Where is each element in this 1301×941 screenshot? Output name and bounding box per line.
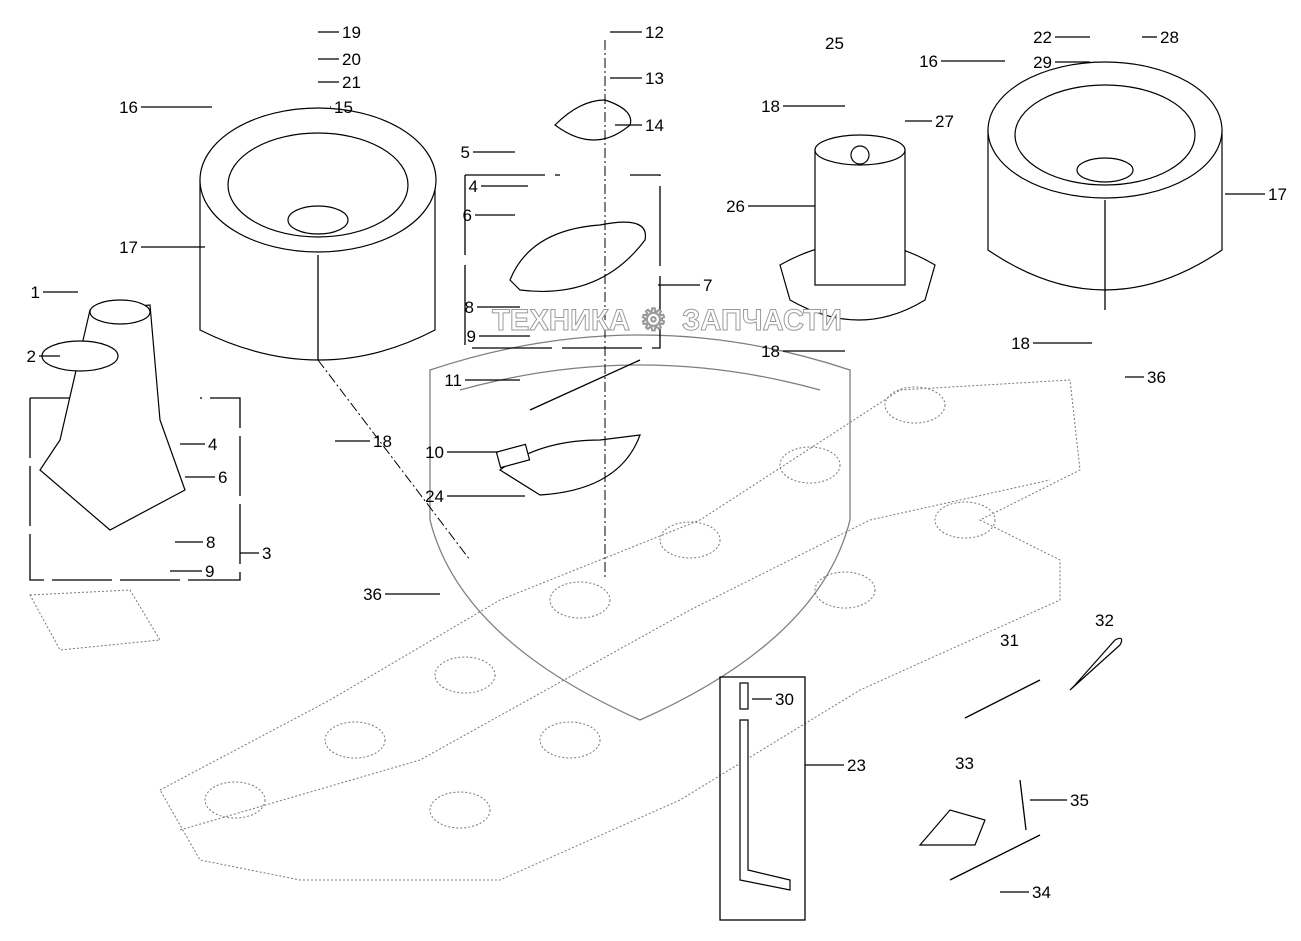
pins-and-clips [918, 637, 1123, 881]
disc-hub [934, 501, 996, 539]
drum-right [987, 61, 1223, 310]
callout-28: 28 [1160, 28, 1179, 47]
callout-32: 32 [1095, 611, 1114, 630]
callout-26: 26 [726, 197, 745, 216]
callout-10: 10 [425, 443, 444, 462]
callout-23: 23 [847, 756, 866, 775]
callout-14: 14 [645, 116, 664, 135]
disc-hub [884, 386, 946, 424]
watermark-text: ТЕХНИКА ⚙ ЗАПЧАСТИ [492, 304, 843, 338]
callout-8: 8 [465, 298, 474, 317]
callout-4: 4 [208, 435, 217, 454]
callout-2: 2 [27, 347, 36, 366]
callout-19: 19 [342, 23, 361, 42]
assembly-7-box [317, 40, 661, 580]
callout-21: 21 [342, 73, 361, 92]
callout-6: 6 [463, 206, 472, 225]
callout-36: 36 [1147, 368, 1166, 387]
cutter-bar-frame [29, 379, 1081, 881]
gear-icon: ⚙ [640, 304, 667, 337]
callout-20: 20 [342, 50, 361, 69]
disc-hub [539, 721, 601, 759]
callout-18: 18 [761, 97, 780, 116]
callout-5: 5 [461, 143, 470, 162]
callout-34: 34 [1032, 883, 1051, 902]
callout-9: 9 [467, 327, 476, 346]
callout-13: 13 [645, 69, 664, 88]
callout-8: 8 [206, 533, 215, 552]
callout-4: 4 [469, 177, 478, 196]
tool-23 [719, 676, 806, 921]
callout-18: 18 [761, 342, 780, 361]
callout-labels: 1920211516171246893183612131454678911102… [27, 23, 1287, 902]
callout-17: 17 [119, 238, 138, 257]
watermark-left: ТЕХНИКА [492, 304, 630, 337]
drum-left [199, 107, 437, 361]
disc-hub [779, 446, 841, 484]
disc-hub [429, 791, 491, 829]
callout-6: 6 [218, 468, 227, 487]
disc-hub [204, 781, 266, 819]
disc-hub [324, 721, 386, 759]
callout-15: 15 [334, 98, 353, 117]
callout-1: 1 [31, 283, 40, 302]
disc-hub [434, 656, 496, 694]
callout-9: 9 [205, 562, 214, 581]
callout-22: 22 [1033, 28, 1052, 47]
callout-16: 16 [919, 52, 938, 71]
callout-33: 33 [955, 754, 974, 773]
disc-hub [814, 571, 876, 609]
callout-31: 31 [1000, 631, 1019, 650]
callout-7: 7 [703, 276, 712, 295]
callout-17: 17 [1268, 185, 1287, 204]
watermark-right: ЗАПЧАСТИ [682, 304, 842, 337]
callout-27: 27 [935, 112, 954, 131]
callout-25: 25 [825, 34, 844, 53]
callout-11: 11 [444, 371, 462, 390]
callout-29: 29 [1033, 53, 1052, 72]
callout-35: 35 [1070, 791, 1089, 810]
callout-12: 12 [645, 23, 664, 42]
assembly-3-box [29, 299, 241, 581]
callout-36: 36 [363, 585, 382, 604]
callout-16: 16 [119, 98, 138, 117]
gearbox-housing [779, 134, 936, 321]
callout-18: 18 [373, 432, 392, 451]
callout-18: 18 [1011, 334, 1030, 353]
callout-3: 3 [262, 544, 271, 563]
callout-24: 24 [425, 487, 444, 506]
disc-hub [659, 521, 721, 559]
callout-30: 30 [775, 690, 794, 709]
disc-hub [549, 581, 611, 619]
watermark-logo [429, 334, 851, 721]
